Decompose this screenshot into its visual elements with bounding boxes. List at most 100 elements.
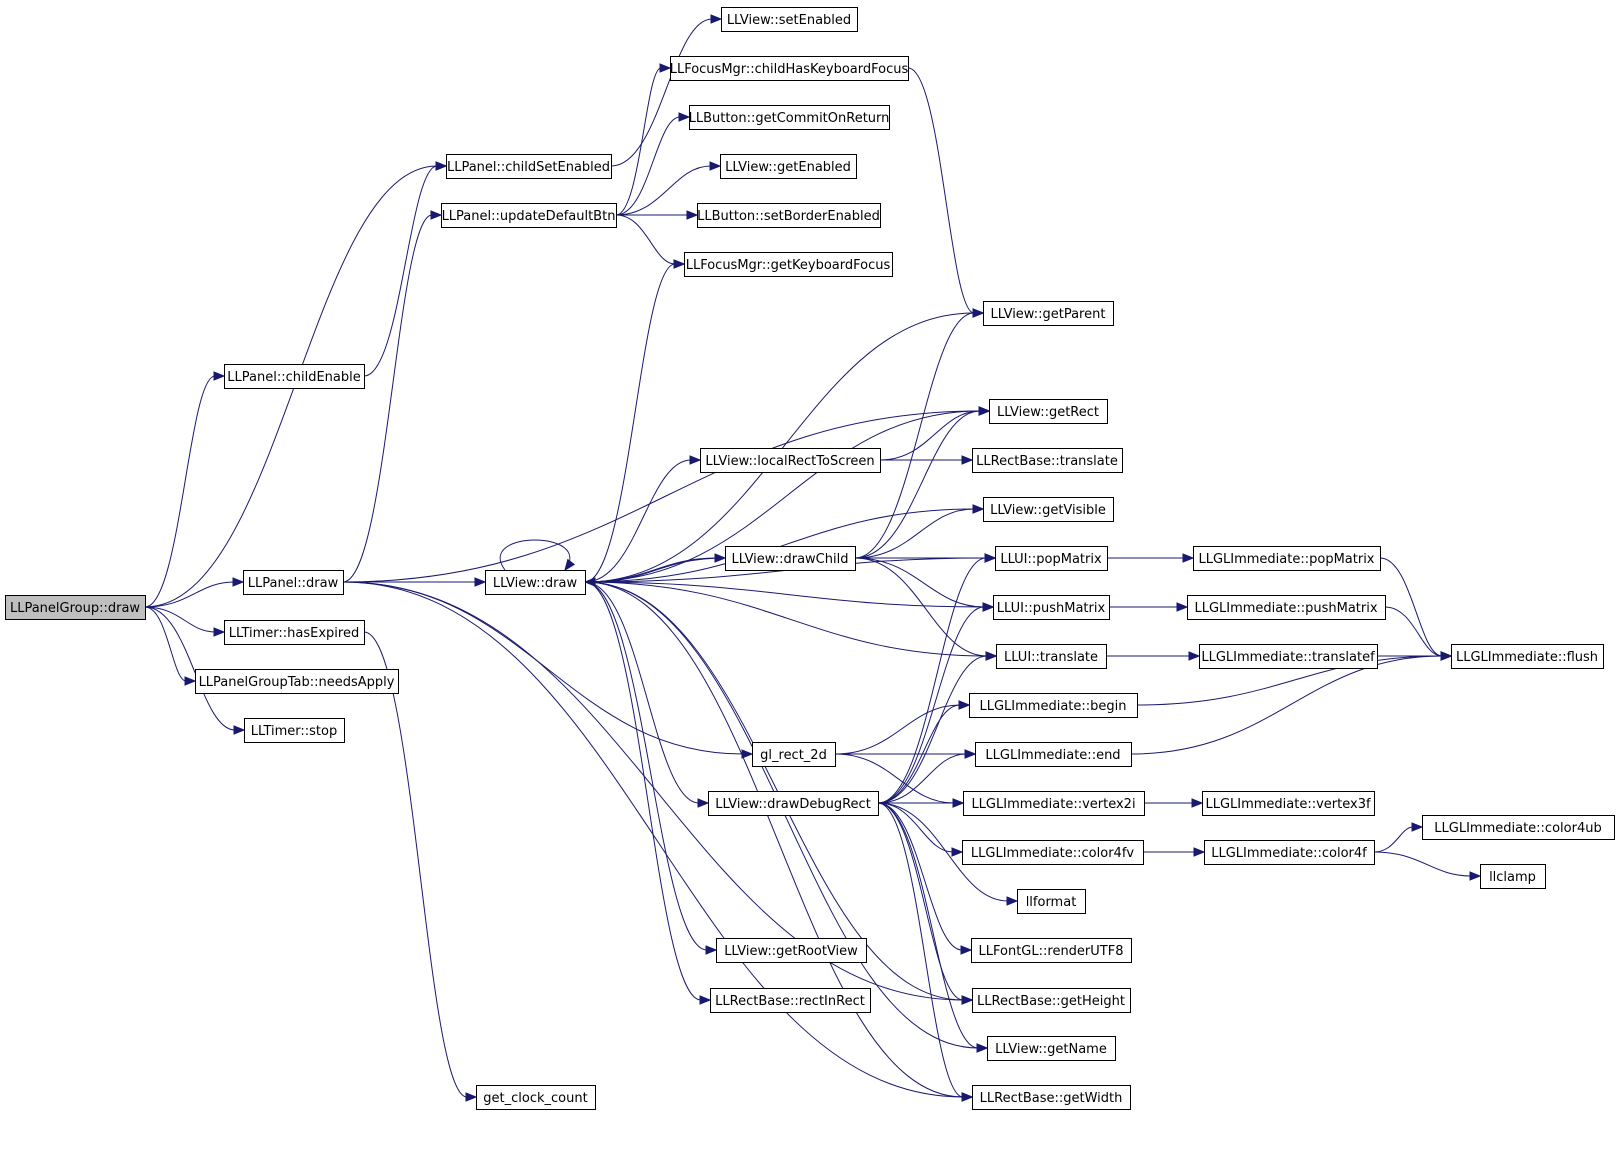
edge-view-drawdebugrect-to-fontgl-renderutf8 [877,802,973,955]
edge-line [363,631,468,1098]
node-view-drawchild: LLView::drawChild [725,546,856,571]
arrowhead [985,651,998,661]
node-box [708,791,879,816]
node-label: LLGLImmediate::color4fv [971,846,1135,861]
node-view-getrootview: LLView::getRootView [716,938,867,963]
arrowhead [1191,798,1204,808]
arrowhead [741,749,754,759]
arrowhead [686,210,699,220]
edge-view-draw-to-view-drawdebugrect [584,581,710,808]
call-nodes: LLPanelGroup::draw LLPanel::childSetEnabl… [5,7,1615,1110]
node-gl-translatef: LLGLImmediate::translatef [1199,644,1378,669]
node-box [1451,644,1604,669]
edge-view-drawchild-to-view-getvisible [854,504,985,559]
node-label: LLFocusMgr::childHasKeyboardFocus [670,62,909,77]
node-llclamp: llclamp [1480,864,1546,889]
edge-panel-draw-to-panel-updatedefaultbtn [342,210,443,583]
node-box [972,448,1123,473]
arrowhead [1188,651,1201,661]
node-label: LLView::drawDebugRect [715,797,871,812]
edge-panel-draw-to-view-draw [342,577,487,587]
node-label: LLView::getName [995,1042,1107,1057]
node-label: LLGLImmediate::end [985,748,1120,763]
node-label: LLPanel::childEnable [227,370,360,385]
arrowhead [697,798,710,808]
edge-view-drawdebugrect-to-gl-vertex2i [878,798,965,808]
edge-line [144,581,235,608]
edge-line [854,410,981,559]
node-rectbase-rectinrect: LLRectBase::rectInRect [710,988,871,1013]
edge-line [877,606,985,804]
edge-view-draw-to-rectbase-getwidth [584,581,974,1102]
node-pgtab-needsapply: LLPanelGroupTab::needsApply [195,669,399,694]
edge-panel-updatedefaultbtn-to-button-setborderenabled [616,210,699,220]
node-box [684,252,893,277]
edge-gl-end-to-gl-flush [1130,651,1453,755]
arrowhead [982,602,995,612]
node-label: LLView::localRectToScreen [705,454,874,469]
edge-view-localrecttoscreen-to-rectbase-translate [879,455,974,465]
node-llformat: llformat [1017,889,1086,914]
edge-view-drawdebugrect-to-ui-popmatrix [877,553,997,804]
edge-line [584,581,708,951]
edge-view-drawdebugrect-to-llformat [877,802,1019,906]
node-box [716,938,867,963]
node-box [971,938,1132,963]
node-box [1017,889,1086,914]
node-gl-vertex3f: LLGLImmediate::vertex3f [1202,791,1375,816]
node-gl-rect-2d: gl_rect_2d [752,742,836,767]
edge-line [877,655,988,804]
node-box [975,742,1132,767]
node-box [224,364,365,389]
node-fontgl-renderutf8: LLFontGL::renderUTF8 [971,938,1132,963]
edge-view-drawdebugrect-to-ui-pushmatrix [877,602,995,804]
arrowhead [709,161,722,171]
edge-view-drawdebugrect-to-gl-end [877,749,977,804]
edge-panel-childsetenabled-to-view-setenabled [610,14,723,167]
arrowhead [474,577,487,587]
node-box [446,154,612,179]
node-label: llclamp [1489,870,1536,885]
arrowhead [951,847,964,857]
node-label: LLView::getRect [997,405,1099,420]
node-box [485,570,586,595]
node-label: get_clock_count [483,1091,587,1106]
edge-line [1373,851,1472,877]
node-box [689,105,890,130]
node-panel-childsetenabled: LLPanel::childSetEnabled [446,154,612,179]
edge-panel-draw-to-rectbase-getwidth [342,581,974,1102]
arrowhead [972,308,985,318]
arrowhead [583,577,596,587]
node-label: LLPanelGroup::draw [10,601,140,616]
node-label: LLGLImmediate::pushMatrix [1194,601,1377,616]
edge-gl-color4fv-to-gl-color4f [1143,847,1206,857]
edge-view-drawchild-to-view-draw [583,557,726,587]
node-box [224,620,365,645]
arrowhead [1182,553,1195,563]
node-label: LLGLImmediate::popMatrix [1198,552,1374,567]
node-rectbase-translate: LLRectBase::translate [972,448,1123,473]
edge-panelgroup-draw-to-panel-childenable [144,371,226,608]
node-label: LLUI::translate [1004,650,1098,665]
node-box [700,448,881,473]
edge-line [342,214,433,583]
arrowhead [978,406,991,416]
node-timer-hasexpired: LLTimer::hasExpired [224,620,365,645]
node-label: gl_rect_2d [760,748,827,763]
arrowhead [961,995,974,1005]
node-label: LLView::setEnabled [727,13,851,28]
arrowhead [1193,847,1206,857]
edge-line [144,606,236,731]
node-gl-color4f: LLGLImmediate::color4f [1204,840,1375,865]
arrowhead [673,259,686,269]
arrowhead [678,112,691,122]
edge-line [499,539,571,571]
node-box [195,669,399,694]
arrowhead [1440,651,1453,661]
node-box [697,203,881,228]
edge-gl-color4f-to-llclamp [1373,851,1482,881]
node-label: LLRectBase::getWidth [980,1091,1123,1106]
node-view-getparent: LLView::getParent [983,301,1114,326]
node-label: LLButton::setBorderEnabled [697,209,880,224]
node-box [983,497,1114,522]
